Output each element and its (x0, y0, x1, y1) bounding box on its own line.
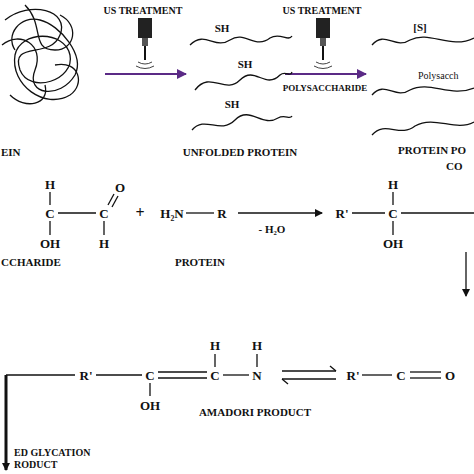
stage-label: RODUCT (14, 460, 57, 470)
atom-label: C (145, 369, 154, 382)
stage-label: AMADORI PRODUCT (199, 407, 311, 418)
atom-label: C (45, 207, 54, 220)
ultrasound-probe (136, 18, 332, 69)
atom-label: C (388, 207, 397, 220)
atom-label: O (445, 369, 455, 382)
atom-label: H (210, 339, 220, 352)
atom-label: OH (40, 237, 60, 250)
atom-label: O (115, 181, 125, 194)
process-arrow (105, 73, 186, 75)
stage-label: PROTEIN PO (398, 145, 466, 156)
atom-label: H (252, 339, 262, 352)
reaction-note: - H₂O (259, 224, 286, 235)
atom-label: R' (336, 207, 349, 220)
native-protein (2, 5, 78, 104)
stage-label: CCHARIDE (1, 257, 61, 268)
atom-label: H₂N (160, 207, 183, 220)
atom-label: H (99, 237, 109, 250)
stage-label: PROTEIN (175, 257, 225, 268)
atom-label: OH (383, 237, 403, 250)
atom-label: R' (80, 369, 93, 382)
atom-label: OH (140, 399, 160, 412)
operator: + (135, 205, 144, 221)
stage-label: US TREATMENT (283, 6, 362, 16)
group-label: SH (215, 23, 230, 34)
process-arrow (285, 73, 366, 75)
atom-label: R (217, 207, 226, 220)
group-label: Polysacch (418, 71, 459, 81)
stage-label: UNFOLDED PROTEIN (183, 147, 298, 158)
atom-label: C (396, 369, 405, 382)
chemical-bonds (6, 192, 474, 470)
atom-label: H (388, 178, 398, 191)
unfolded-chains (190, 36, 474, 135)
atom-label: C (210, 369, 219, 382)
stage-label: ED GLYCATION (14, 448, 90, 458)
stage-label: US TREATMENT (104, 6, 183, 16)
stage-label: CO (446, 161, 463, 172)
group-label: SH (238, 59, 253, 70)
atom-label: C (99, 207, 108, 220)
stage-label: EIN (1, 147, 21, 158)
atom-label: H (45, 178, 55, 191)
atom-label: N (252, 369, 261, 382)
group-label: [S] (413, 22, 426, 33)
atom-label: R' (347, 369, 360, 382)
stage-label: POLYSACCHARIDE (283, 84, 368, 93)
group-label: SH (225, 99, 240, 110)
